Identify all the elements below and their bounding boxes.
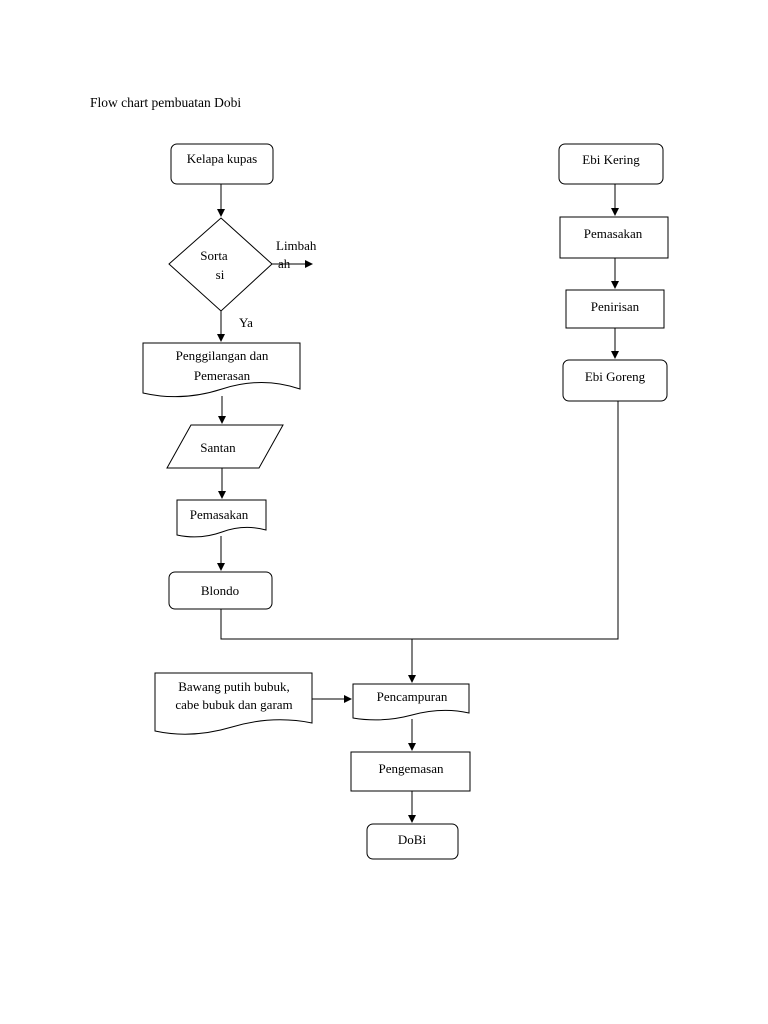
node-pengemasan [350,751,471,792]
merge-connector [220,401,619,640]
node-blondo-label: Blondo [201,583,239,598]
node-pemasakan-right [559,216,669,259]
limbah-label-1: Limbah [276,238,317,253]
node-pengemasan-label: Pengemasan [379,761,444,776]
node-bawang-putih [154,672,313,735]
node-pencampuran-label: Pencampuran [377,689,448,704]
node-penggilangan-pemerasan [142,342,301,398]
node-ebi-kering [558,143,664,185]
node-penirisan-label: Penirisan [591,299,640,314]
node-kelapa-kupas-label: Kelapa kupas [187,151,257,166]
node-bawang-label-2: cabe bubuk dan garam [175,697,292,712]
node-kelapa-kupas [170,143,274,185]
node-penggilangan-label-2: Pemerasan [194,368,251,383]
node-ebi-goreng [562,359,668,402]
node-penggilangan-label-1: Penggilangan dan [176,348,269,363]
limbah-label-2: ah [278,256,291,271]
node-bawang-label-1: Bawang putih bubuk, [178,679,290,694]
ya-label: Ya [239,315,253,330]
node-ebi-kering-label: Ebi Kering [582,152,640,167]
node-pemasakan-left-label: Pemasakan [190,507,249,522]
node-santan [166,424,284,469]
node-pemasakan-left [176,499,267,538]
node-ebi-goreng-label: Ebi Goreng [585,369,646,384]
node-sortasi-label-1: Sorta [200,248,228,263]
node-penirisan [565,289,665,329]
node-dobi-label: DoBi [398,832,427,847]
node-pencampuran [352,683,470,721]
node-pemasakan-right-label: Pemasakan [584,226,643,241]
page-title: Flow chart pembuatan Dobi [90,95,241,110]
node-sortasi-label-2: si [216,267,225,282]
node-sortasi-decision [168,217,273,312]
node-santan-label: Santan [200,440,236,455]
node-dobi [366,823,459,860]
